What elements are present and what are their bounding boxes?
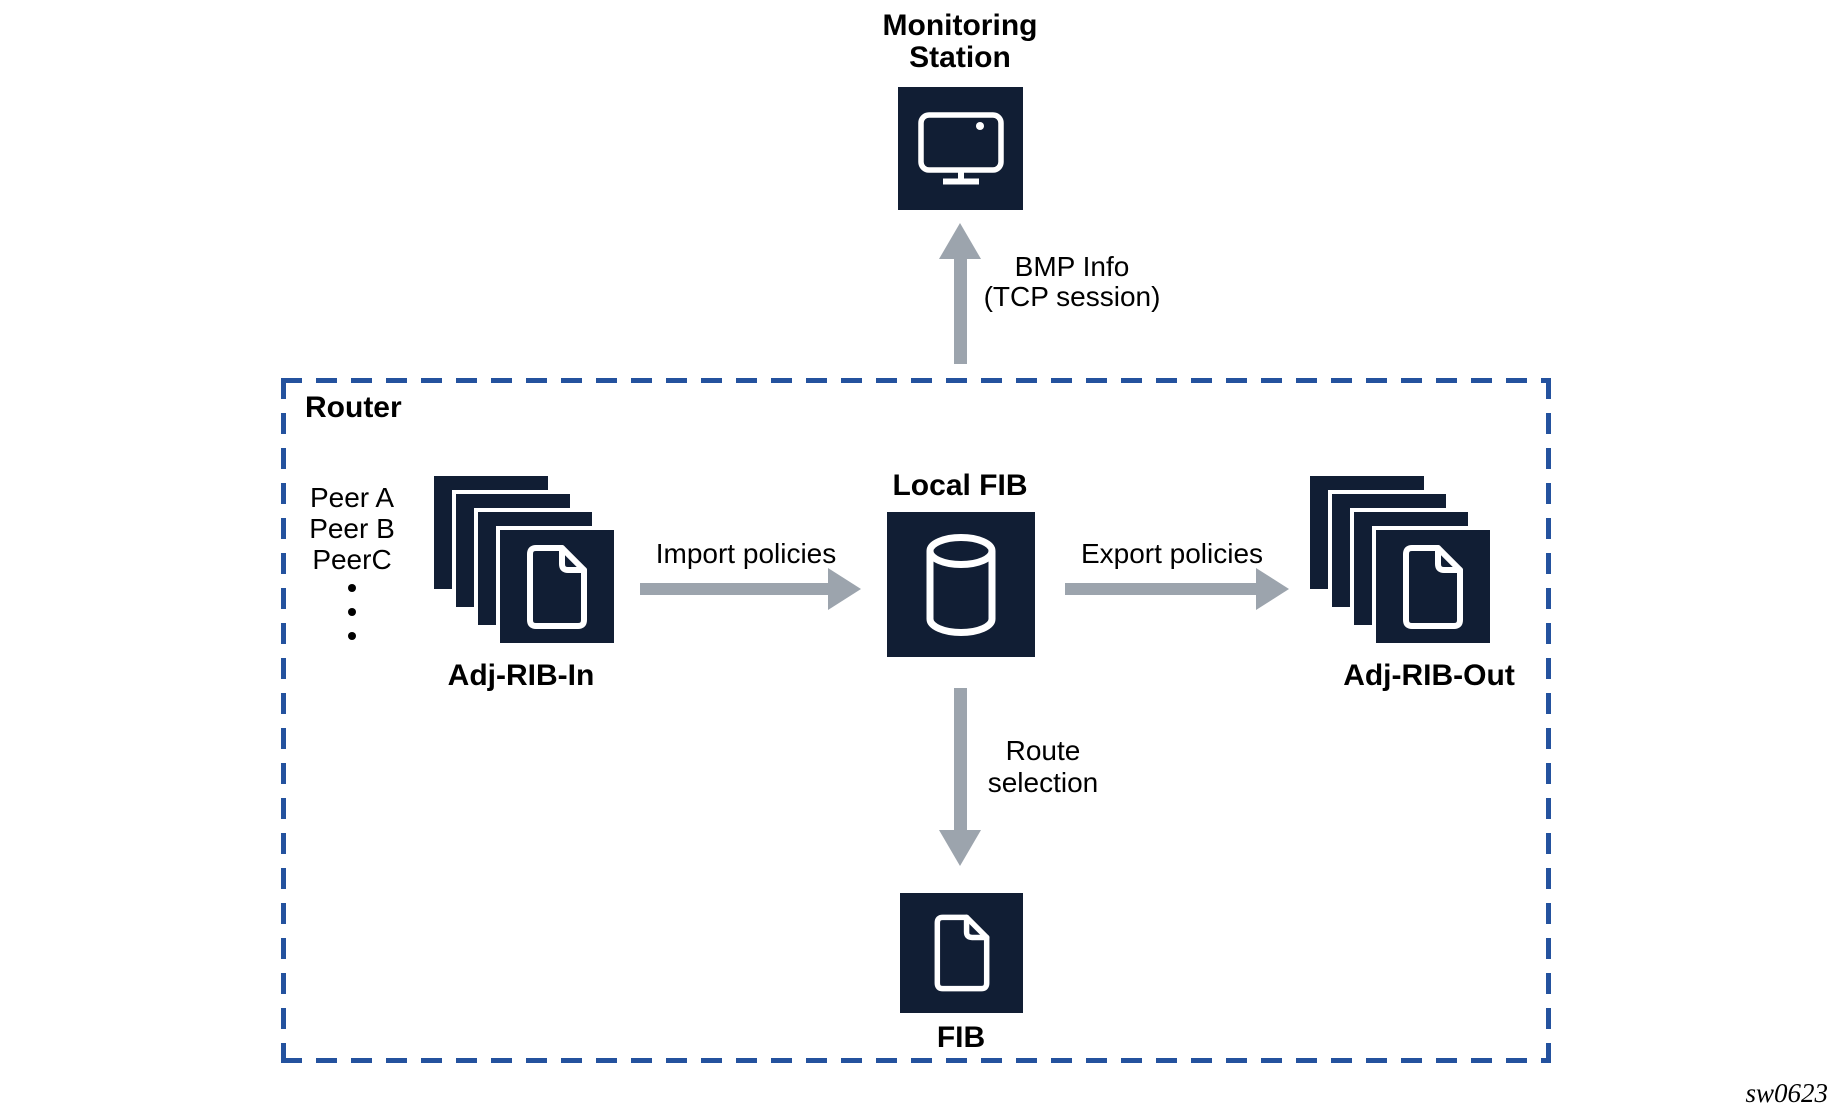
route-selection-label-line2: selection	[987, 767, 1099, 798]
document-stack-icon	[522, 544, 592, 630]
route-selection-label: Route selection	[943, 735, 1143, 799]
monitoring-station-node	[898, 87, 1023, 210]
document-icon	[930, 913, 994, 993]
database-icon	[926, 533, 996, 636]
adj-rib-in-label: Adj-RIB-In	[447, 659, 595, 692]
bmp-label-line2: (TCP session)	[983, 281, 1161, 312]
route-selection-arrow-shaft	[954, 688, 967, 830]
adj-rib-out-label: Adj-RIB-Out	[1343, 659, 1515, 692]
ellipsis-dot	[348, 632, 356, 640]
export-arrow-head	[1256, 568, 1289, 610]
import-policies-label: Import policies	[655, 538, 837, 569]
local-fib-label: Local FIB	[892, 469, 1028, 502]
local-fib-node	[887, 512, 1035, 657]
ellipsis-dot	[348, 608, 356, 616]
peer-b-label: Peer B	[309, 513, 395, 544]
route-selection-label-line1: Route	[1005, 735, 1081, 766]
monitoring-station-title: Monitoring Station	[785, 10, 1135, 74]
peer-c-label: PeerC	[312, 544, 392, 575]
fib-label: FIB	[936, 1021, 986, 1054]
peer-list: Peer A Peer B PeerC	[297, 482, 407, 575]
router-label: Router	[305, 391, 402, 424]
stack-sheet-front	[496, 526, 618, 647]
stack-sheet-front	[1372, 526, 1494, 647]
bmp-arrow-head-up	[939, 223, 981, 259]
document-stack-icon	[1398, 544, 1468, 630]
import-arrow-shaft	[640, 583, 830, 595]
import-arrow-head	[828, 568, 861, 610]
monitor-icon	[917, 111, 1004, 184]
peer-a-label: Peer A	[309, 482, 395, 513]
export-arrow-shaft	[1065, 583, 1258, 595]
figure-id-watermark: sw0623	[1745, 1078, 1828, 1108]
ellipsis-dot	[348, 584, 356, 592]
bmp-link-label: BMP Info (TCP session)	[957, 252, 1187, 312]
monitoring-station-title-line2: Station	[909, 41, 1011, 74]
export-policies-label: Export policies	[1080, 538, 1264, 569]
fib-node	[900, 893, 1023, 1013]
monitoring-station-title-line1: Monitoring	[882, 9, 1038, 42]
bmp-arrow-shaft	[954, 258, 967, 364]
bmp-label-line1: BMP Info	[1014, 251, 1130, 282]
route-selection-arrow-head	[939, 830, 981, 866]
